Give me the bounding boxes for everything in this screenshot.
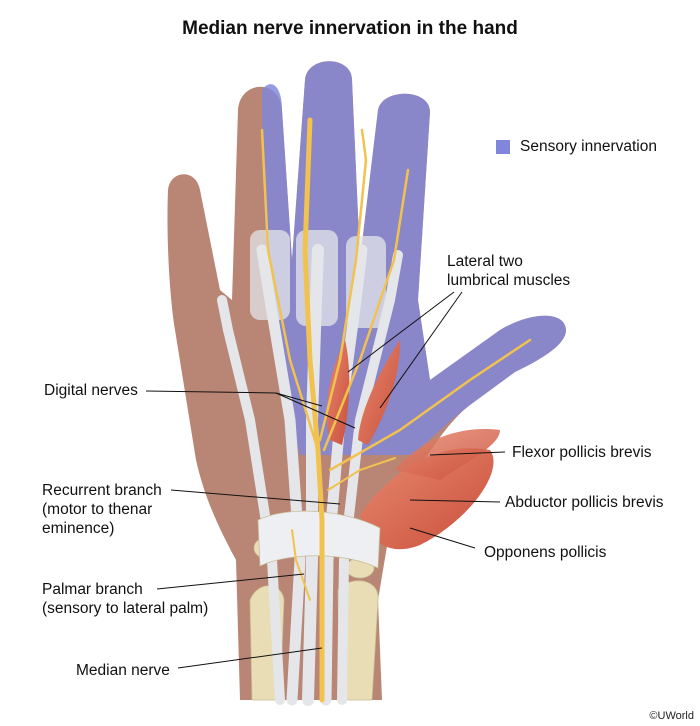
legend: Sensory innervation	[496, 138, 657, 156]
label-recurrent-branch: Recurrent branch (motor to thenar eminen…	[42, 481, 162, 538]
leader-lines	[145, 291, 506, 669]
label-line: Recurrent branch	[42, 482, 162, 499]
label-palmar-branch: Palmar branch (sensory to lateral palm)	[42, 580, 208, 618]
lumbrical-muscles	[326, 340, 400, 445]
label-line: (motor to thenar	[42, 501, 153, 518]
label-line: (sensory to lateral palm)	[42, 600, 209, 617]
label-lumbrical-muscles: Lateral two lumbrical muscles	[447, 252, 570, 290]
copyright-notice: ©UWorld	[649, 710, 694, 722]
legend-label: Sensory innervation	[520, 138, 657, 155]
figure-title: Median nerve innervation in the hand	[182, 18, 518, 39]
label-line: eminence)	[42, 520, 115, 537]
label-median-nerve: Median nerve	[76, 662, 170, 679]
label-line: lumbrical muscles	[447, 272, 571, 289]
flexor-retinaculum	[257, 510, 381, 569]
label-opponens-pollicis: Opponens pollicis	[484, 544, 607, 561]
label-abductor-pollicis-brevis: Abductor pollicis brevis	[505, 494, 664, 511]
label-line: Palmar branch	[42, 581, 143, 598]
label-flexor-pollicis-brevis: Flexor pollicis brevis	[512, 444, 652, 461]
legend-swatch-sensory	[496, 140, 510, 154]
median-nerve	[260, 117, 532, 703]
label-line: Lateral two	[447, 253, 523, 270]
label-digital-nerves: Digital nerves	[44, 382, 138, 399]
